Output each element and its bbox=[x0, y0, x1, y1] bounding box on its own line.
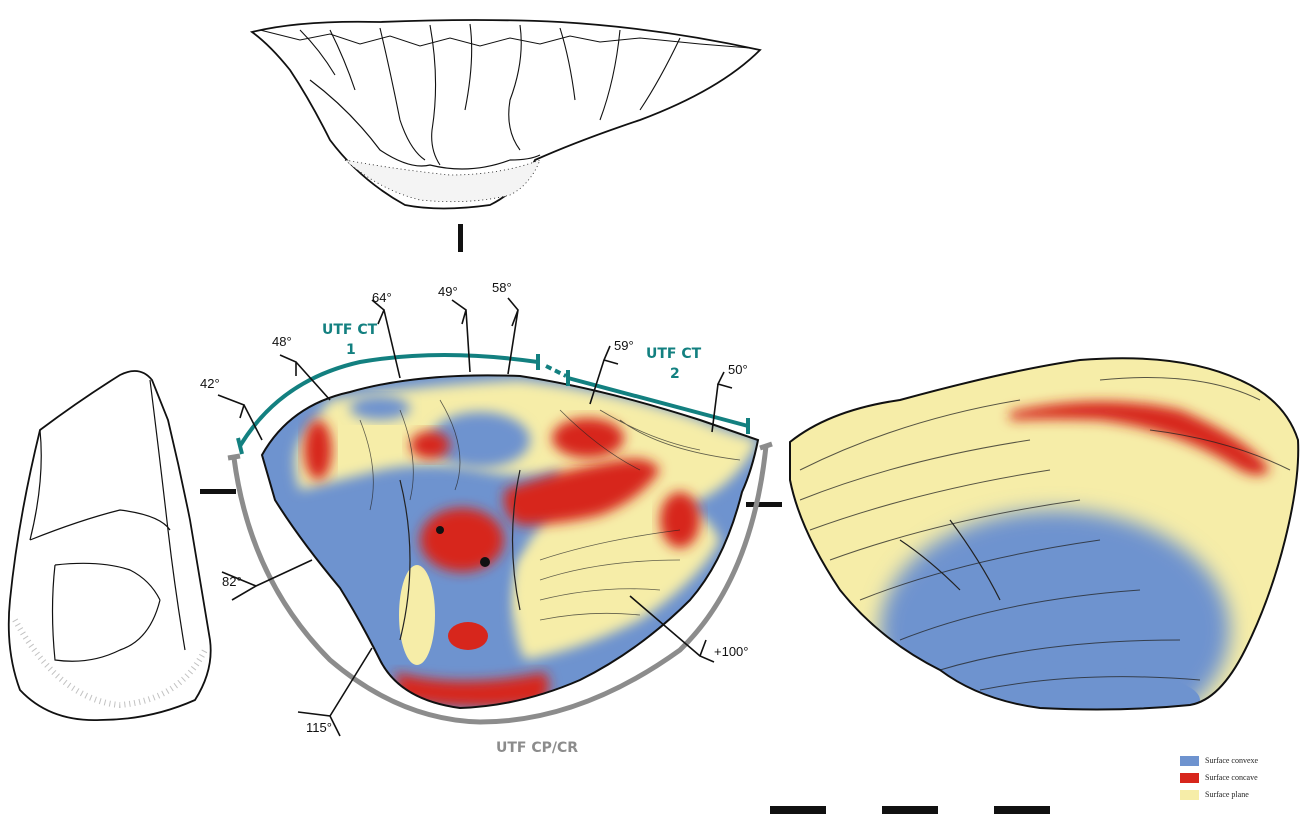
angle-label-82: 82° bbox=[222, 574, 242, 589]
scale-segment bbox=[938, 806, 994, 814]
axis-tick-top bbox=[458, 224, 463, 252]
angle-label-58: 58° bbox=[492, 280, 512, 295]
legend-swatch-convex bbox=[1180, 755, 1199, 766]
main-face-drawing bbox=[260, 374, 760, 710]
utf-cp-cr-end-tick-left bbox=[227, 453, 241, 461]
top-view-drawing bbox=[249, 19, 762, 210]
scale-segment bbox=[882, 806, 938, 814]
legend-swatch-concave bbox=[1180, 772, 1199, 783]
legend-swatch-flat bbox=[1180, 789, 1199, 800]
utf-ct2-label-line2: 2 bbox=[670, 366, 680, 382]
side-profile-drawing bbox=[7, 370, 212, 721]
axis-tick-left bbox=[200, 489, 236, 494]
utf-cp-cr-end-tick-right bbox=[759, 441, 773, 451]
utf-ct1-arc bbox=[238, 353, 539, 448]
legend-label-flat: Surface plane bbox=[1205, 790, 1249, 799]
scale-bar bbox=[770, 806, 1050, 814]
legend-item-flat: Surface plane bbox=[1180, 786, 1298, 803]
utf-ct-gap-dashes bbox=[545, 364, 567, 378]
angle-indicators bbox=[217, 297, 733, 737]
utf-ct2-line bbox=[567, 376, 749, 428]
legend-label-concave: Surface concave bbox=[1205, 773, 1258, 782]
angle-label-42: 42° bbox=[200, 376, 220, 391]
utf-ct1-end-tick bbox=[236, 437, 244, 455]
angle-label-64: 64° bbox=[372, 290, 392, 305]
angle-label-115: 115° bbox=[306, 720, 332, 735]
scale-segment bbox=[826, 806, 882, 814]
angle-label-49: 49° bbox=[438, 284, 458, 299]
axis-tick-right bbox=[746, 502, 782, 507]
utf-ct1-label-line1: UTF CT bbox=[322, 322, 378, 338]
scale-segment bbox=[770, 806, 826, 814]
scale-segment bbox=[994, 806, 1050, 814]
ventral-face-drawing bbox=[789, 357, 1300, 711]
legend-item-convex: Surface convexe bbox=[1180, 752, 1298, 769]
legend-label-convex: Surface convexe bbox=[1205, 756, 1259, 765]
utf-ct2-label-line1: UTF CT bbox=[646, 346, 702, 362]
angle-label-59: 59° bbox=[614, 338, 634, 353]
color-legend: Surface convexe Surface concave Surface … bbox=[1180, 752, 1298, 803]
legend-item-concave: Surface concave bbox=[1180, 769, 1298, 786]
angle-label-48: 48° bbox=[272, 334, 292, 349]
utf-cp-cr-arc bbox=[231, 445, 769, 725]
utf-cp-cr-label: UTF CP/CR bbox=[496, 740, 578, 756]
utf-ct1-label-line2: 1 bbox=[346, 342, 356, 358]
angle-label-50: 50° bbox=[728, 362, 748, 377]
angle-label-100: +100° bbox=[714, 644, 748, 659]
